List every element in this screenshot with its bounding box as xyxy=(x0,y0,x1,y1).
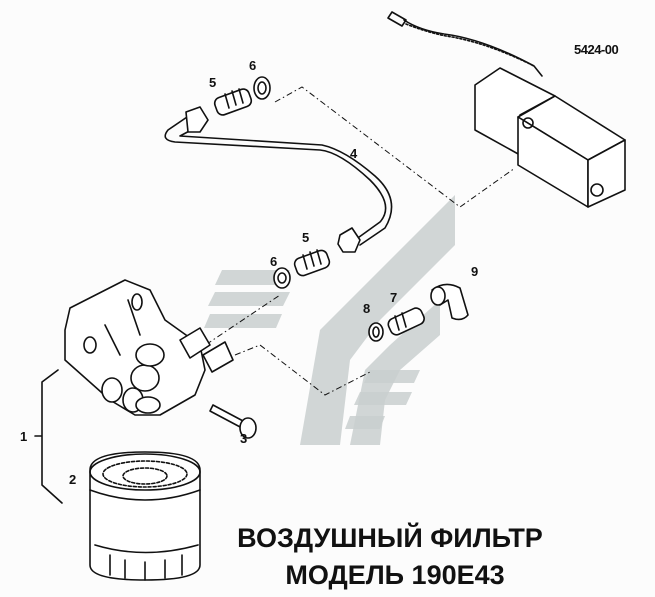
title-line-2: МОДЕЛЬ 190E43 xyxy=(285,560,504,590)
filter-cartridge-2 xyxy=(89,451,201,581)
watermark-logo xyxy=(204,195,455,445)
callout-6-lower: 6 xyxy=(270,254,277,269)
callout-7: 7 xyxy=(390,290,397,305)
callout-1: 1 xyxy=(20,429,27,444)
callout-5-lower: 5 xyxy=(302,230,309,245)
callout-8: 8 xyxy=(363,301,370,316)
solenoid-valve xyxy=(387,11,626,208)
filter-head xyxy=(64,279,234,416)
washer-8 xyxy=(368,322,384,342)
callout-5-upper: 5 xyxy=(209,75,216,90)
elbow-9 xyxy=(430,283,469,321)
washer-6-upper xyxy=(253,76,271,100)
callout-6-upper: 6 xyxy=(249,58,256,73)
callout-4: 4 xyxy=(350,146,358,161)
bolt-3 xyxy=(209,404,257,439)
title-line-1: ВОЗДУШНЫЙ ФИЛЬТР xyxy=(237,522,543,553)
fitting-7 xyxy=(387,307,425,336)
fitting-5-lower xyxy=(293,249,331,277)
washer-6-lower xyxy=(273,267,291,289)
assembly-bracket-1 xyxy=(34,369,63,504)
callout-9: 9 xyxy=(471,264,478,279)
pipe-4 xyxy=(164,106,393,253)
fitting-5-upper xyxy=(213,88,253,116)
drawing-code: 5424-00 xyxy=(574,42,618,57)
callout-2: 2 xyxy=(69,472,76,487)
callout-3: 3 xyxy=(240,431,247,446)
